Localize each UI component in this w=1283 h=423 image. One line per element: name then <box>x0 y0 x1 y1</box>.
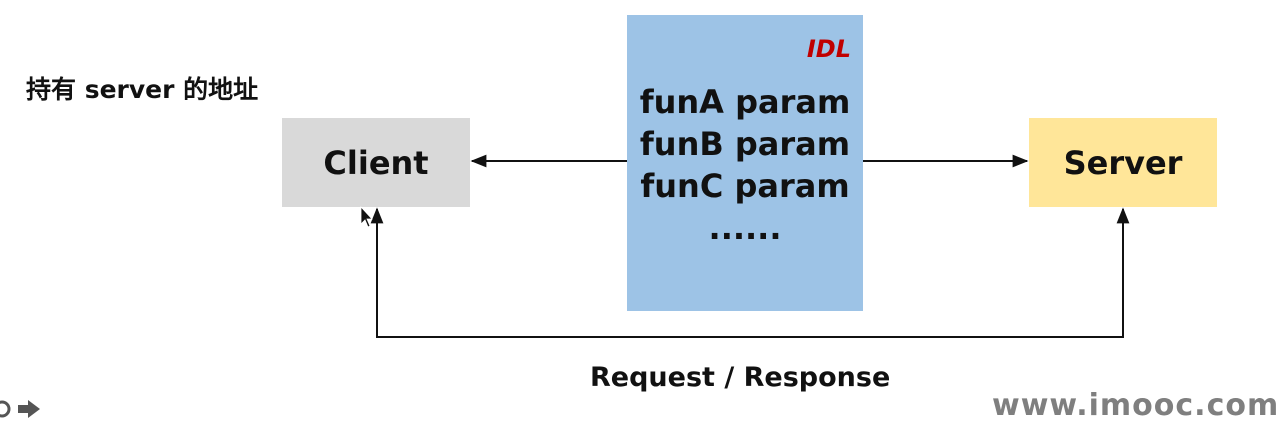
play-forward-icon[interactable] <box>0 398 46 420</box>
server-box: Server <box>1029 118 1217 207</box>
idl-line: funA param <box>639 83 851 121</box>
idl-box: IDL funA param funB param funC param ...… <box>627 15 863 311</box>
idl-tag: IDL <box>806 35 851 63</box>
imooc-watermark: www.imooc.com <box>992 388 1280 423</box>
request-response-loop-arrow <box>370 207 1130 338</box>
idl-line: funC param <box>640 167 850 205</box>
client-label: Client <box>323 143 429 182</box>
client-note: 持有 server 的地址 <box>26 75 259 104</box>
idl-function-list: funA param funB param funC param ...... <box>627 81 863 249</box>
server-label: Server <box>1063 143 1183 182</box>
idl-line: funB param <box>639 125 851 163</box>
request-response-caption: Request / Response <box>590 362 891 393</box>
client-box: Client <box>282 118 470 207</box>
mouse-cursor-icon <box>360 205 373 228</box>
